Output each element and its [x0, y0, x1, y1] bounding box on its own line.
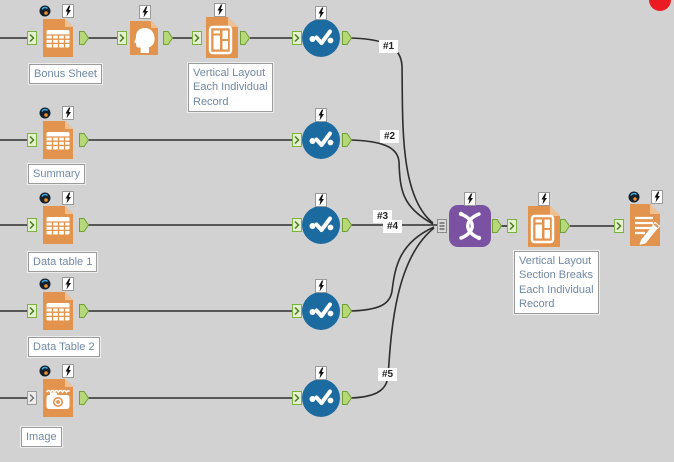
- clock-badge-icon: [39, 365, 51, 377]
- annotation-layout-sections[interactable]: Vertical Layout Section Breaks Each Indi…: [514, 251, 599, 315]
- render-report-icon: [630, 204, 661, 246]
- vertical-layout-icon: [528, 206, 560, 247]
- tool-input-data-table-1[interactable]: [38, 205, 78, 245]
- lightning-badge-icon: [62, 4, 74, 18]
- vertical-layout-icon: [206, 17, 238, 58]
- output-anchor[interactable]: [342, 31, 352, 45]
- output-anchor[interactable]: [79, 31, 89, 45]
- head-silhouette-icon: [130, 21, 158, 55]
- camera-icon: [43, 379, 73, 417]
- input-anchor[interactable]: [292, 304, 302, 318]
- annotation-bonus-sheet[interactable]: Bonus Sheet: [29, 64, 102, 85]
- wire-label-5: #5: [378, 368, 398, 381]
- lightning-badge-icon: [214, 3, 226, 17]
- interactive-chart-icon: [302, 121, 340, 159]
- connection-wire-4[interactable]: [350, 226, 435, 312]
- output-anchor[interactable]: [79, 218, 89, 232]
- lightning-badge-icon: [139, 5, 151, 19]
- output-anchor[interactable]: [342, 218, 352, 232]
- output-anchor[interactable]: [79, 133, 89, 147]
- input-anchor[interactable]: [507, 219, 517, 233]
- tool-chart-1[interactable]: [302, 19, 340, 57]
- lightning-badge-icon: [315, 6, 327, 20]
- multi-input-anchor[interactable]: [437, 219, 447, 233]
- input-anchor[interactable]: [292, 133, 302, 147]
- input-anchor[interactable]: [27, 304, 37, 318]
- interactive-chart-icon: [302, 292, 340, 330]
- input-anchor[interactable]: [27, 31, 37, 45]
- interactive-chart-icon: [302, 19, 340, 57]
- clock-badge-icon: [628, 191, 640, 203]
- tool-input-image[interactable]: [38, 378, 78, 418]
- input-anchor[interactable]: [117, 31, 127, 45]
- input-anchor-gray[interactable]: [27, 391, 37, 405]
- tool-chart-5[interactable]: [302, 379, 340, 417]
- wire-label-2: #2: [380, 130, 400, 143]
- tool-input-data-table-2[interactable]: [38, 291, 78, 331]
- lightning-badge-icon: [62, 277, 74, 291]
- clock-badge-icon: [39, 192, 51, 204]
- table-icon: [43, 19, 73, 57]
- tool-layout-sections[interactable]: [524, 205, 561, 248]
- lightning-badge-icon: [464, 192, 476, 206]
- output-anchor[interactable]: [79, 391, 89, 405]
- annotation-data-table-1[interactable]: Data table 1: [28, 252, 98, 273]
- input-anchor[interactable]: [192, 31, 202, 45]
- connection-wire-2[interactable]: [350, 139, 434, 225]
- tool-chart-3[interactable]: [302, 206, 340, 244]
- output-anchor[interactable]: [560, 219, 570, 233]
- lightning-badge-icon: [62, 191, 74, 205]
- annotation-data-table-2[interactable]: Data Table 2: [28, 337, 100, 358]
- tool-head[interactable]: [126, 20, 162, 56]
- input-anchor[interactable]: [292, 391, 302, 405]
- annotation-image[interactable]: Image: [21, 427, 62, 448]
- error-indicator-icon: [649, 0, 671, 11]
- interactive-chart-icon: [302, 206, 340, 244]
- output-anchor[interactable]: [342, 133, 352, 147]
- wire-label-1: #1: [379, 40, 399, 53]
- tool-input-bonus-sheet[interactable]: [38, 18, 78, 58]
- input-anchor[interactable]: [614, 219, 624, 233]
- clock-badge-icon: [39, 107, 51, 119]
- lightning-badge-icon: [62, 364, 74, 378]
- lightning-badge-icon: [315, 279, 327, 293]
- table-icon: [43, 121, 73, 159]
- output-anchor[interactable]: [492, 219, 502, 233]
- output-anchor[interactable]: [342, 304, 352, 318]
- table-icon: [43, 206, 73, 244]
- wire-label-3: #3: [373, 210, 393, 223]
- output-anchor[interactable]: [342, 391, 352, 405]
- lightning-badge-icon: [651, 190, 663, 204]
- connection-wire-5[interactable]: [350, 227, 435, 399]
- tool-chart-4[interactable]: [302, 292, 340, 330]
- annotation-summary[interactable]: Summary: [28, 164, 86, 185]
- interactive-chart-icon: [302, 379, 340, 417]
- input-anchor[interactable]: [292, 31, 302, 45]
- annotation-layout-each[interactable]: Vertical Layout Each Individual Record: [188, 63, 273, 112]
- tool-layout-each[interactable]: [202, 16, 239, 59]
- tool-chart-2[interactable]: [302, 121, 340, 159]
- tool-union[interactable]: [449, 205, 491, 247]
- clock-badge-icon: [39, 278, 51, 290]
- output-anchor[interactable]: [163, 31, 173, 45]
- wire-label-4: #4: [383, 220, 403, 233]
- tool-input-summary[interactable]: [38, 120, 78, 160]
- clock-badge-icon: [39, 5, 51, 17]
- lightning-badge-icon: [538, 192, 550, 206]
- output-anchor[interactable]: [240, 31, 250, 45]
- input-anchor[interactable]: [292, 218, 302, 232]
- union-icon: [449, 205, 491, 247]
- input-anchor[interactable]: [27, 133, 37, 147]
- tool-render[interactable]: [626, 203, 661, 247]
- lightning-badge-icon: [315, 366, 327, 380]
- lightning-badge-icon: [315, 108, 327, 122]
- output-anchor[interactable]: [79, 304, 89, 318]
- lightning-badge-icon: [315, 193, 327, 207]
- table-icon: [43, 292, 73, 330]
- lightning-badge-icon: [62, 106, 74, 120]
- input-anchor[interactable]: [27, 218, 37, 232]
